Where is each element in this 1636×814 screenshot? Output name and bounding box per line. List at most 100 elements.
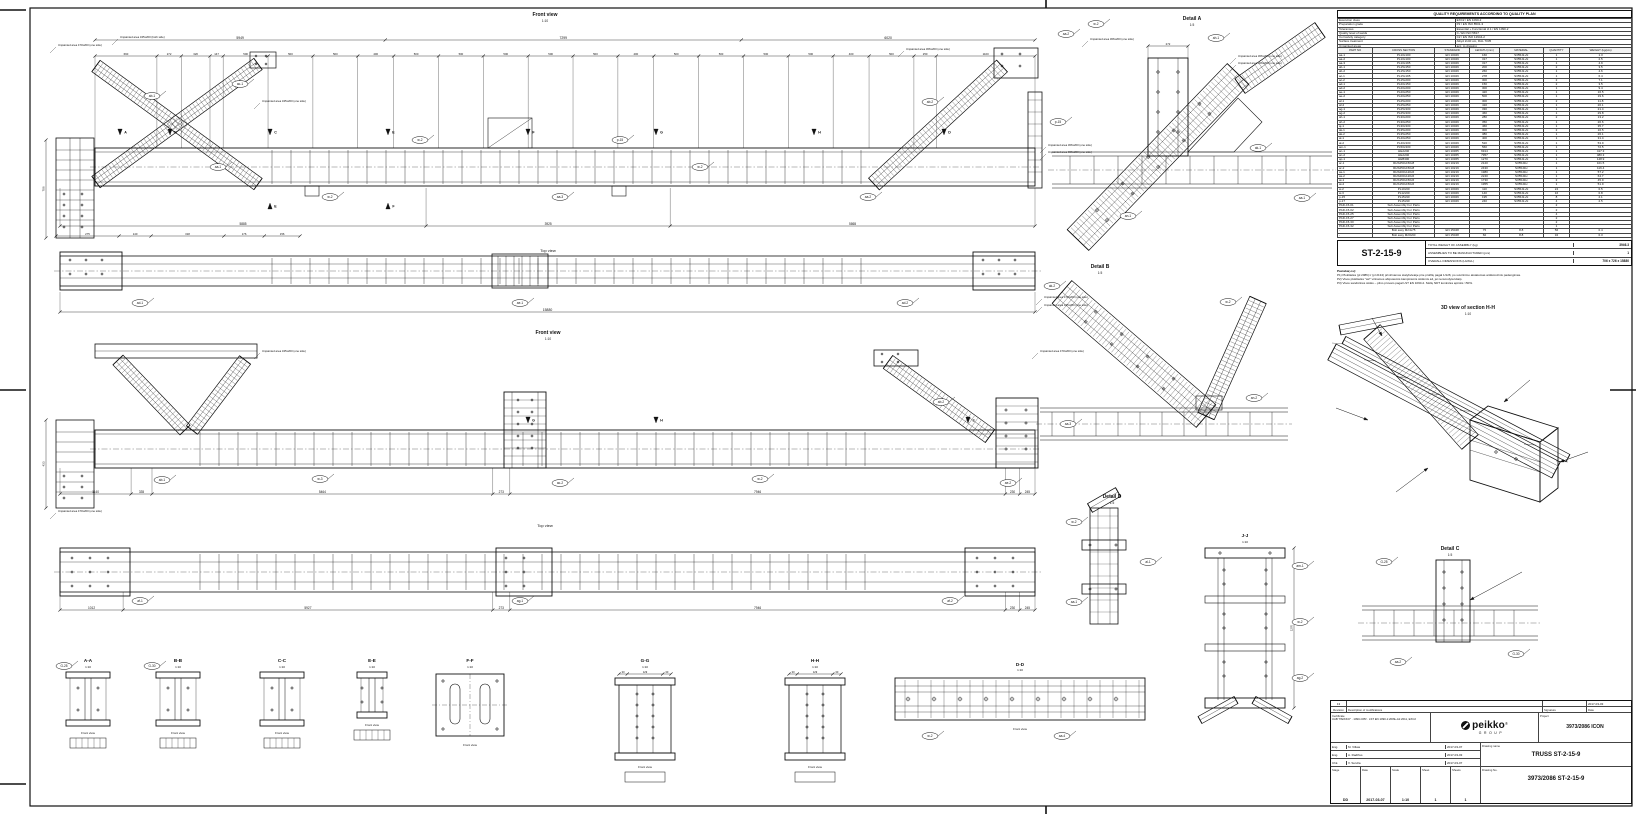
draw-line: [1056, 297, 1202, 422]
draw-line: [1191, 102, 1212, 122]
draw-line: [1169, 381, 1188, 403]
draw-line: [222, 234, 226, 238]
draw-line: [250, 61, 259, 72]
draw-line: [173, 117, 181, 129]
draw-line: [1400, 313, 1404, 323]
draw-line: [118, 361, 129, 371]
drawing-text: 335: [139, 490, 145, 494]
peikko-logo: peikko ® GROUP: [1431, 713, 1539, 742]
drawing-text: 3925: [545, 222, 552, 226]
draw-line: [229, 369, 241, 378]
draw-line: [147, 595, 155, 602]
draw-rect: [1204, 547, 1286, 559]
draw-line: [1184, 395, 1203, 416]
draw-line: [1099, 321, 1117, 342]
draw-line: [1031, 352, 1039, 360]
draw-line: [93, 38, 97, 42]
draw-line: [1335, 407, 1369, 421]
draw-line: [985, 71, 996, 83]
draw-line: [868, 177, 880, 191]
draw-line: [795, 672, 800, 676]
draw-line: [112, 354, 124, 366]
assembly-number: ST-2-15-9: [1338, 241, 1426, 265]
draw-line: [1395, 467, 1429, 493]
drawing-text: Unpainted area 345x200 (one side): [262, 99, 306, 103]
drawing-text: 5865: [849, 222, 856, 226]
draw-line: [131, 148, 139, 159]
draw-line: [979, 425, 988, 438]
draw-line: [1211, 82, 1231, 101]
drawing-text: 690: [124, 52, 129, 56]
draw-line: [991, 66, 1002, 77]
drawing-text: w-2: [417, 138, 422, 142]
draw-line: [1258, 62, 1269, 77]
drawing-text: 272: [1166, 42, 1171, 46]
draw-line: [958, 96, 969, 108]
draw-line: [105, 70, 113, 81]
draw-line: [1331, 342, 1345, 345]
view-3d-title: 3D view of section H-H: [1441, 305, 1495, 311]
draw-line: [156, 129, 165, 140]
drawing-text: 500: [719, 52, 724, 56]
draw-line: [1220, 363, 1236, 371]
draw-line: [926, 387, 936, 399]
draw-line: [1096, 201, 1116, 221]
draw-line: [1288, 41, 1299, 56]
draw-line: [1061, 291, 1207, 417]
detail-a-scale: 1:5: [1190, 23, 1195, 27]
draw-line: [207, 399, 218, 408]
note-p2: P2) Visos plokštelės "w2" virinamos abip…: [1337, 276, 1463, 281]
draw-line: [189, 131, 198, 142]
draw-line: [527, 297, 535, 304]
draw-line: [298, 234, 302, 238]
draw-line: [1172, 384, 1191, 406]
drawing-text: 1:10: [467, 665, 473, 669]
view-3d: [1327, 312, 1589, 503]
drawing-text: aa-2: [865, 195, 872, 199]
draw-line: [1311, 25, 1322, 40]
drawing-text: 156: [280, 232, 285, 236]
draw-rect: [65, 719, 111, 727]
draw-line: [1065, 292, 1084, 313]
draw-line: [202, 406, 213, 414]
draw-line: [1367, 328, 1383, 342]
draw-line: [1194, 403, 1212, 424]
draw-rect: [259, 671, 305, 679]
drawing-text: aa-1: [1299, 196, 1306, 200]
draw-line: [1035, 298, 1043, 306]
draw-line: [787, 672, 791, 676]
draw-line: [625, 672, 630, 676]
drawing-text: 500: [414, 52, 419, 56]
draw-line: [1089, 313, 1108, 334]
drawing-text: aa-4: [1059, 734, 1066, 738]
draw-line: [1363, 359, 1377, 362]
draw-line: [886, 162, 897, 173]
draw-line: [1235, 296, 1243, 303]
draw-line: [101, 67, 110, 79]
draw-line: [937, 730, 945, 737]
drawing-text: ab-2: [927, 100, 934, 104]
draw-line: [1083, 79, 1244, 246]
draw-line: [179, 113, 188, 124]
draw-line: [124, 84, 133, 95]
draw-line: [1309, 192, 1317, 199]
draw-line: [1070, 227, 1091, 247]
draw-line: [144, 98, 152, 109]
draw-line: [1459, 410, 1473, 412]
draw-line: [222, 379, 233, 388]
draw-line: [225, 161, 233, 168]
draw-line: [1138, 355, 1157, 377]
drawing-text: 500: [288, 52, 293, 56]
drawing-text: ab-2: [938, 400, 945, 404]
drawing-text: Unpainted area 306x200 (one side): [1238, 54, 1282, 58]
drawing-text: ah-1: [1213, 36, 1220, 40]
summary-value: 1: [1573, 250, 1629, 255]
draw-line: [896, 365, 906, 378]
draw-line: [132, 375, 143, 385]
draw-polygon: [117, 128, 123, 136]
draw-line: [1292, 706, 1296, 710]
